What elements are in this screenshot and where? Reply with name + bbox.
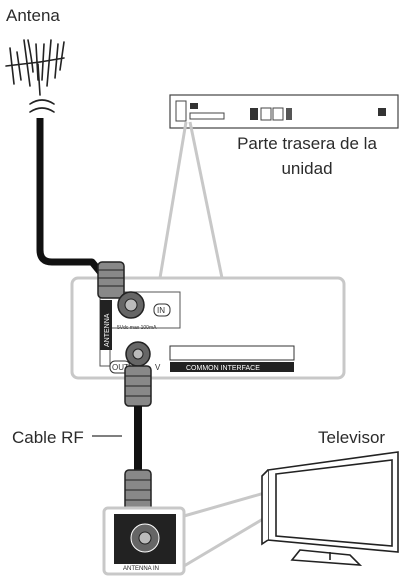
antenna-label: Antena — [6, 6, 60, 25]
rear-panel-caption: Parte trasera de la unidad — [237, 134, 377, 178]
cable-icon — [134, 406, 142, 472]
tv-label: Televisor — [318, 428, 386, 447]
tv-callout-lines — [183, 490, 269, 568]
rf-connector-out — [124, 341, 152, 407]
antenna-icon — [5, 39, 65, 113]
antenna-cable — [36, 118, 113, 287]
in-port-label: IN — [157, 306, 165, 315]
rf-connector-tv — [124, 469, 152, 517]
antenna-port-label: ANTENNA — [104, 313, 111, 347]
rf-cable-label: Cable RF — [12, 428, 84, 447]
rear-unit-icon — [169, 94, 399, 129]
out-port-label: OUT — [112, 363, 129, 372]
power-note: 5Vdc max 100mA — [117, 325, 157, 331]
common-interface-slot: COMMON INTERFACE — [186, 365, 260, 372]
television-icon — [261, 451, 399, 566]
callout-lines — [158, 121, 224, 279]
rf-connector-in — [97, 261, 145, 319]
v-label: V — [155, 363, 161, 372]
antenna-in-label: ANTENNA IN — [123, 566, 159, 572]
